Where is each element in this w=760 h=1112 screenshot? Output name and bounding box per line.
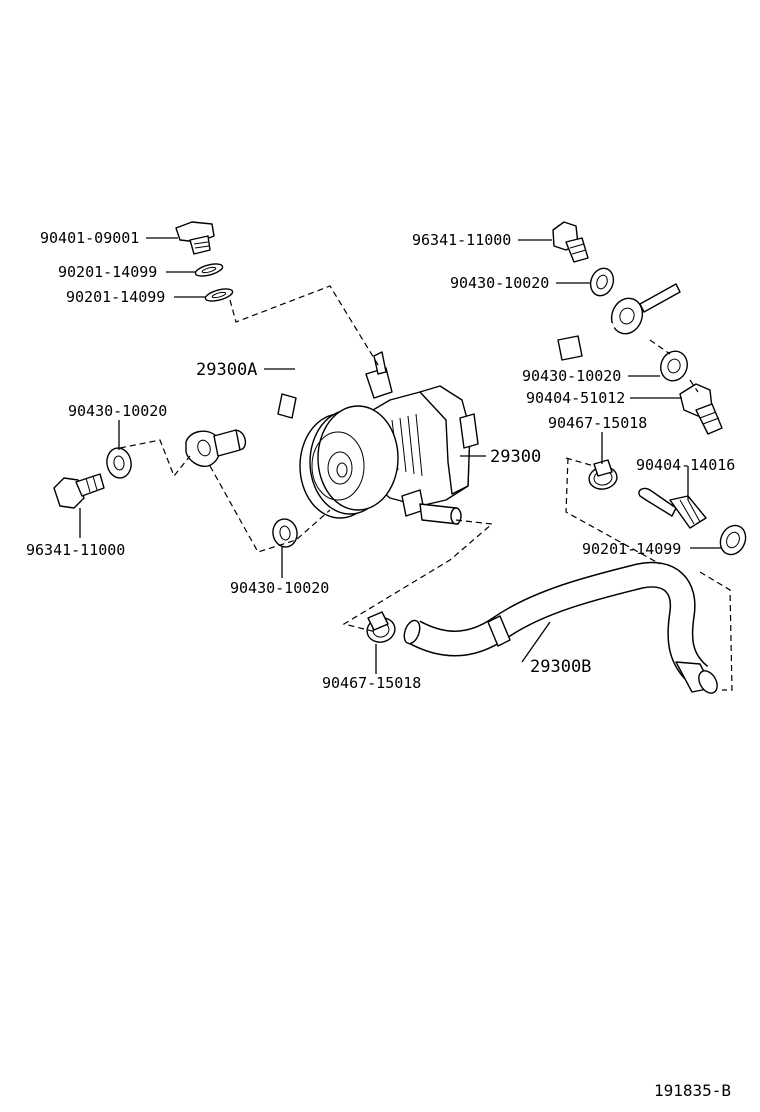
label-90201-14099-right: 90201-14099 — [582, 540, 681, 558]
hose-clamp-bottom-part — [366, 611, 396, 643]
label-90201-14099-lower: 90201-14099 — [66, 288, 165, 306]
label-29300b: 29300B — [530, 657, 591, 677]
washer-mid-part — [660, 350, 688, 382]
part-labels: 90401-09001 90201-14099 90201-14099 2930… — [26, 229, 735, 692]
label-90467-15018-bottom: 90467-15018 — [322, 674, 421, 692]
label-90430-10020-mid: 90430-10020 — [522, 367, 621, 385]
label-90404-51012: 90404-51012 — [526, 389, 625, 407]
union-bolt-top-part — [552, 221, 589, 263]
leader-lines — [79, 237, 722, 674]
label-29300: 29300 — [490, 447, 541, 467]
label-96341-11000-left: 96341-11000 — [26, 541, 125, 559]
union-bolt-left-part — [53, 473, 105, 509]
gasket-right-part — [719, 524, 747, 556]
hose-29300a-part — [185, 310, 616, 467]
drain-plug-part — [175, 221, 215, 255]
label-90467-15018-right: 90467-15018 — [548, 414, 647, 432]
vane-pump-part — [299, 351, 479, 525]
diagram-code: 191835-B — [654, 1081, 731, 1100]
gasket-lower-part — [204, 288, 234, 302]
label-90430-10020-bottom: 90430-10020 — [230, 579, 329, 597]
label-90430-10020-left: 90430-10020 — [68, 402, 167, 420]
label-90404-14016: 90404-14016 — [636, 456, 735, 474]
hose-banjo-fitting-part — [610, 283, 681, 335]
union-fitting-part — [679, 383, 723, 435]
label-90401-09001: 90401-09001 — [40, 229, 139, 247]
washer-bottom-part — [272, 518, 298, 548]
washer-top-part — [589, 267, 615, 297]
label-96341-11000-right: 96341-11000 — [412, 231, 511, 249]
label-29300a: 29300A — [196, 360, 257, 380]
hose-clamp-right-part — [588, 459, 618, 490]
hose-29300b-part — [403, 561, 718, 694]
label-90201-14099-upper: 90201-14099 — [58, 263, 157, 281]
label-90430-10020-top: 90430-10020 — [450, 274, 549, 292]
union-nipple-part — [638, 487, 707, 529]
gasket-upper-part — [194, 263, 224, 277]
washer-left-part — [106, 447, 132, 479]
dashed-connection-lines — [119, 285, 733, 691]
